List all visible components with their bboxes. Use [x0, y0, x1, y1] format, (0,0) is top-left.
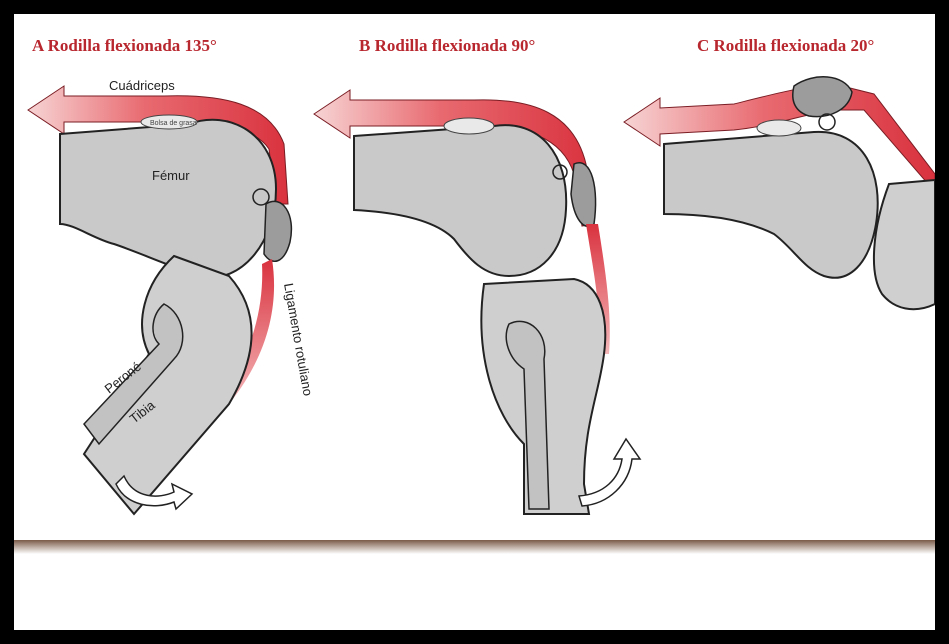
femur-c: [664, 132, 878, 278]
fat-pad-c: [757, 120, 801, 136]
patella-b: [571, 163, 596, 227]
quadriceps-label: Cuádriceps: [109, 78, 175, 93]
tibia-c: [874, 180, 935, 309]
diagram-frame: A Rodilla flexionada 135° B Rodilla flex…: [14, 14, 935, 630]
contact-circle-c: [819, 114, 835, 130]
rotation-arrow-b: [579, 439, 640, 506]
patella-a: [264, 201, 291, 261]
fat-pad-b: [444, 118, 494, 134]
knee-flexion-diagram: Cuádriceps Bolsa de grasa Fémur Peroné T…: [14, 14, 935, 630]
femur-b: [354, 125, 566, 276]
patellar-ligament-label: Ligamento rotuliano: [281, 282, 316, 397]
shadow-band: [14, 540, 935, 554]
femur-label: Fémur: [152, 168, 190, 183]
fat-pad-label: Bolsa de grasa: [150, 120, 197, 127]
panel-a-illustration: Cuádriceps Bolsa de grasa Fémur Peroné T…: [28, 78, 316, 514]
femur-a: [60, 120, 276, 277]
panel-c-illustration: [624, 77, 935, 309]
patella-c: [793, 77, 852, 117]
panel-b-illustration: [314, 90, 640, 514]
